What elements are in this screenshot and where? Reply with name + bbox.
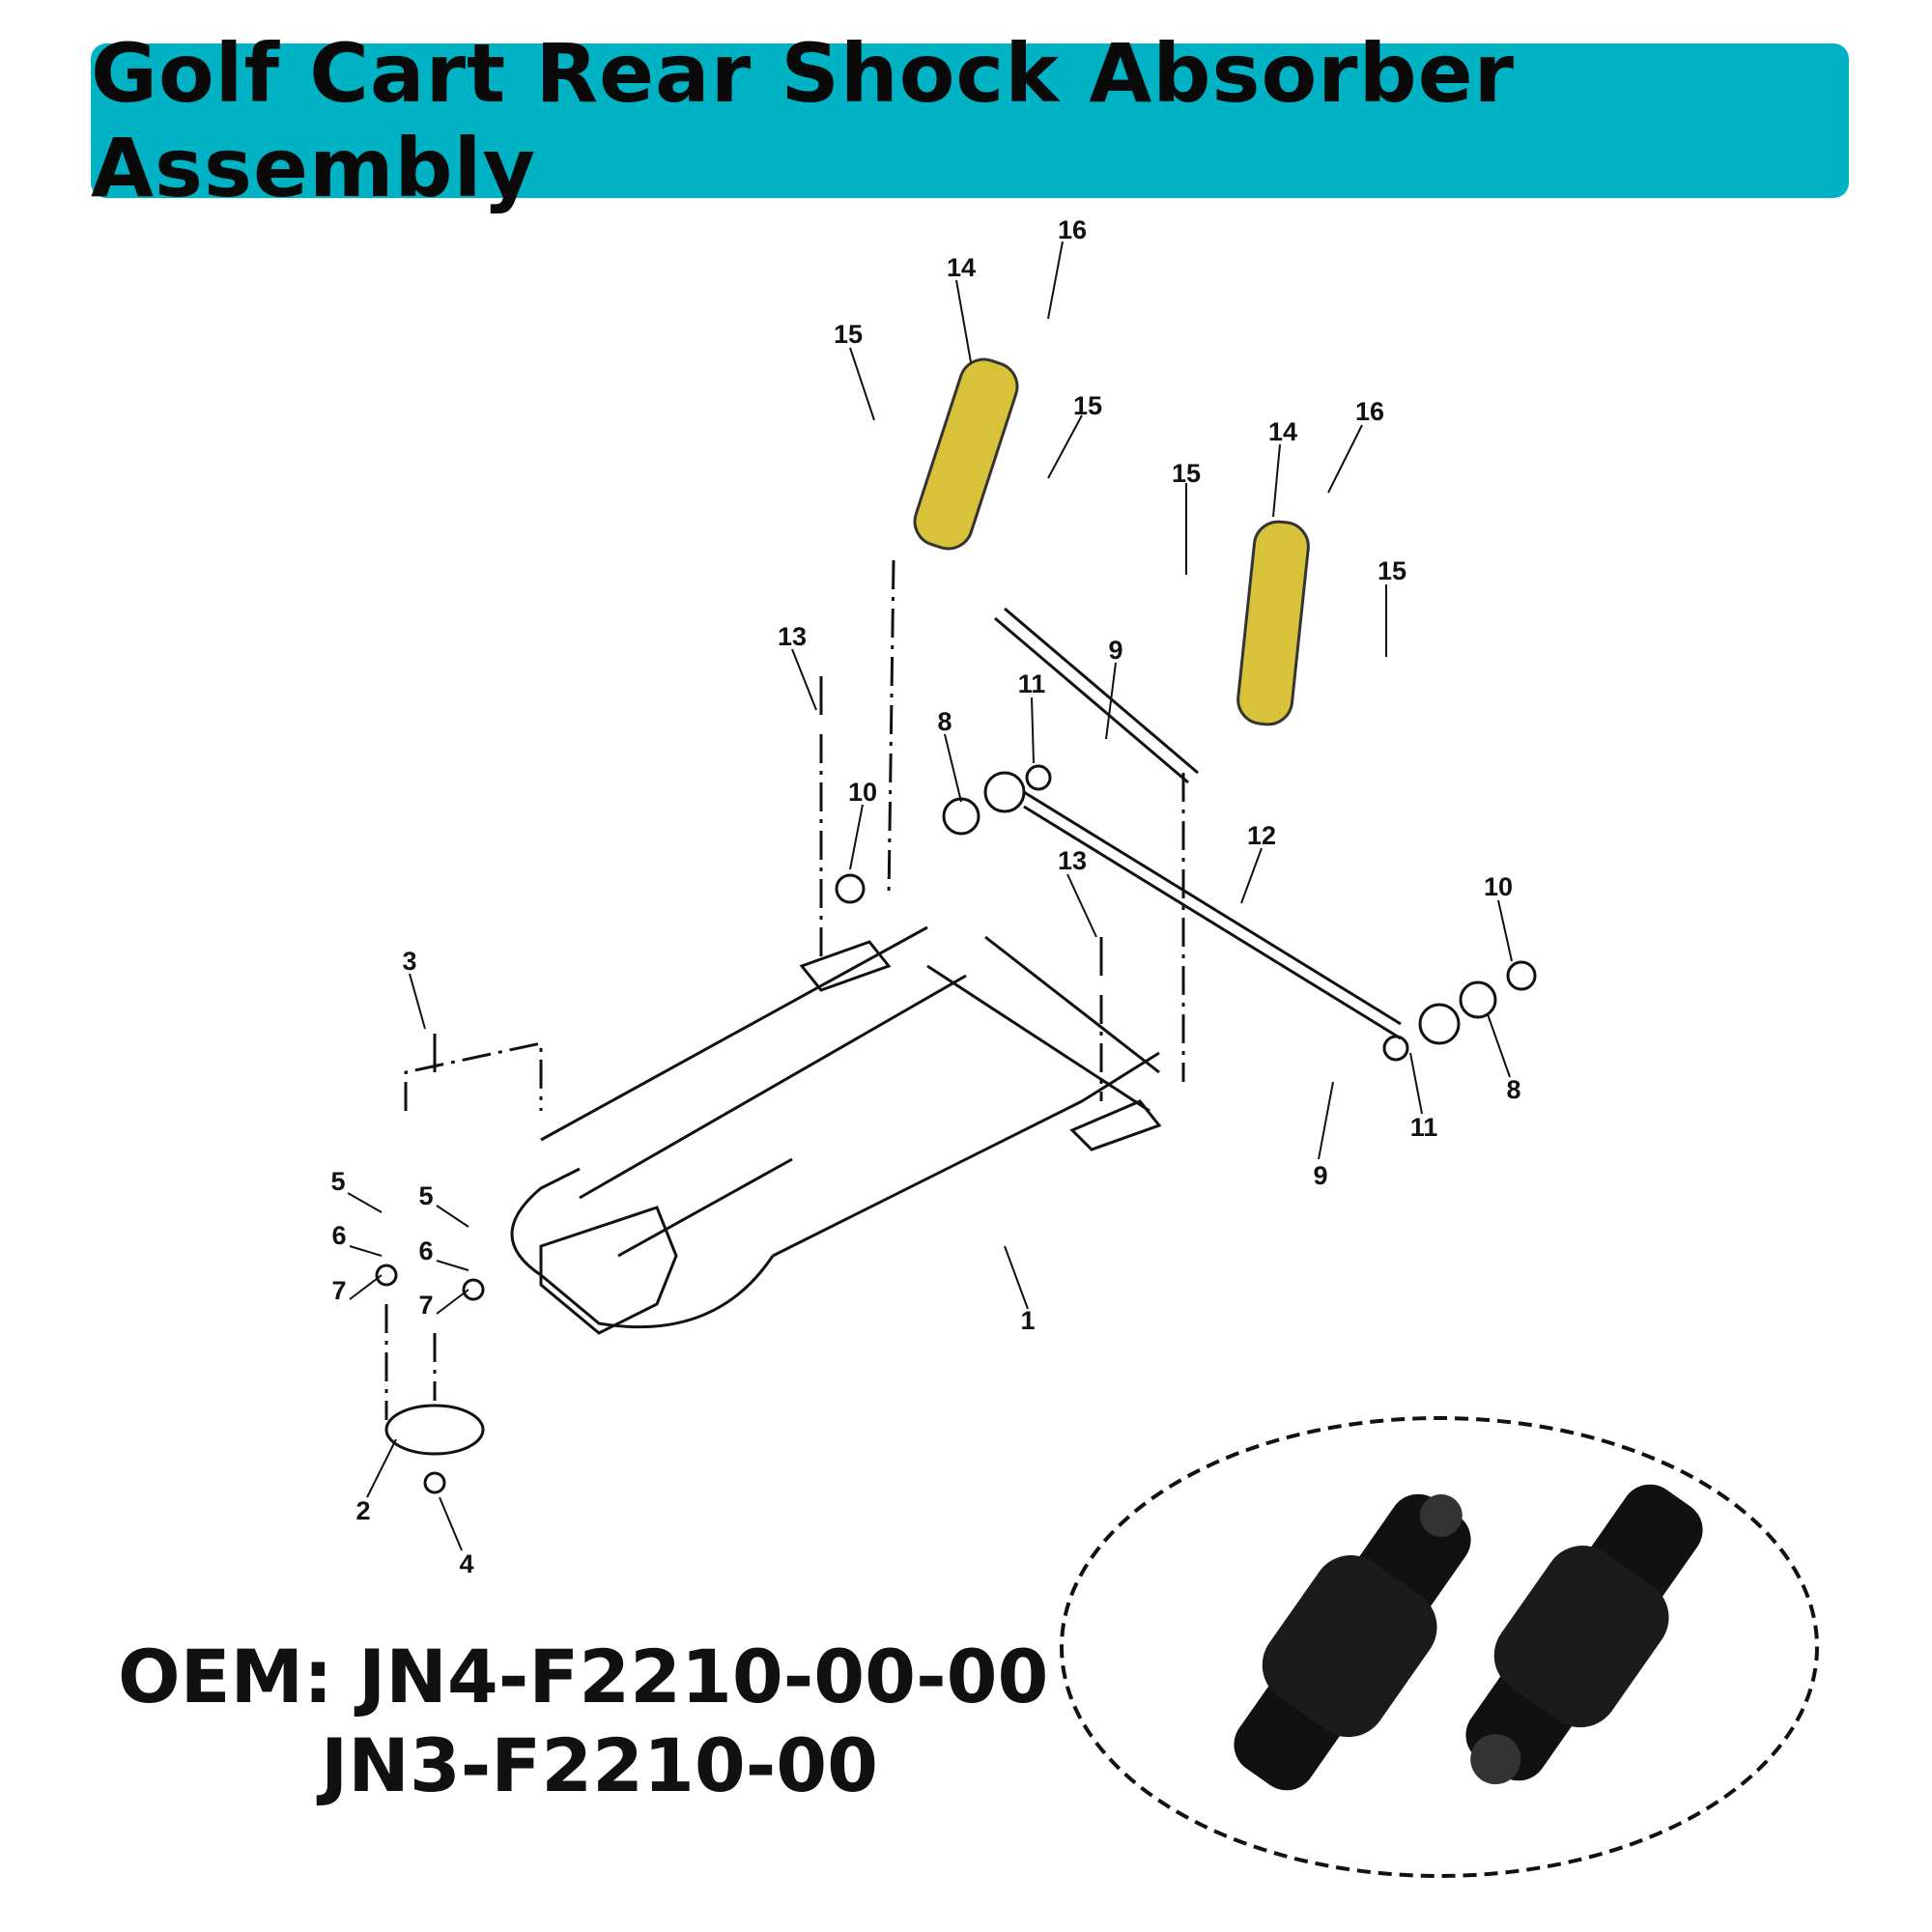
callout-number: 14 bbox=[1268, 417, 1297, 446]
shock-absorber-diagram bbox=[913, 357, 1310, 726]
callout-number: 6 bbox=[418, 1236, 433, 1265]
shock-photo-right bbox=[1465, 1484, 1703, 1785]
leader-lines bbox=[347, 241, 1513, 1551]
oem-part-1: JN4-F2210-00-00 bbox=[358, 1634, 1049, 1719]
oem-label: OEM: bbox=[118, 1634, 333, 1719]
callout-number: 12 bbox=[1247, 821, 1276, 850]
shock-photo-left bbox=[1234, 1493, 1471, 1791]
title-banner: Golf Cart Rear Shock Absorber Assembly bbox=[91, 26, 1849, 215]
callout-number: 6 bbox=[331, 1221, 346, 1250]
photo-dashed-ellipse bbox=[1060, 1416, 1819, 1878]
callout-number: 16 bbox=[1058, 215, 1087, 244]
callout-number: 15 bbox=[834, 320, 863, 349]
callout-number: 10 bbox=[848, 778, 877, 807]
callout-number: 4 bbox=[459, 1549, 473, 1578]
callout-number: 3 bbox=[402, 947, 416, 976]
callout-number: 15 bbox=[1073, 391, 1102, 420]
callout-number: 13 bbox=[1058, 846, 1087, 875]
callout-number: 5 bbox=[418, 1181, 433, 1210]
callout-number: 1 bbox=[1020, 1306, 1035, 1335]
callout-number: 11 bbox=[1018, 669, 1046, 698]
callout-number: 5 bbox=[330, 1167, 345, 1196]
callout-number: 15 bbox=[1378, 556, 1406, 585]
callout-number: 11 bbox=[1410, 1113, 1438, 1142]
callout-number: 16 bbox=[1355, 397, 1384, 426]
frame bbox=[375, 559, 1537, 1494]
oem-part-2: JN3-F2210-00 bbox=[321, 1722, 879, 1808]
callout-number: 14 bbox=[947, 253, 976, 282]
callout-number: 15 bbox=[1172, 459, 1201, 488]
callout-number: 8 bbox=[1506, 1075, 1520, 1104]
callout-number: 8 bbox=[937, 707, 952, 736]
callout-number: 13 bbox=[778, 622, 807, 651]
product-photo bbox=[1060, 1416, 1819, 1878]
page-title: Golf Cart Rear Shock Absorber Assembly bbox=[91, 26, 1516, 215]
callout-number: 9 bbox=[1108, 636, 1122, 665]
callout-number: 9 bbox=[1313, 1161, 1327, 1190]
callout-number: 7 bbox=[418, 1291, 433, 1320]
callout-number: 10 bbox=[1484, 872, 1513, 901]
callout-number: 2 bbox=[355, 1496, 370, 1525]
oem-part-numbers: OEM: JN4-F2210-00-00 JN3-F2210-00 bbox=[118, 1633, 1048, 1810]
callout-number: 7 bbox=[331, 1276, 346, 1305]
